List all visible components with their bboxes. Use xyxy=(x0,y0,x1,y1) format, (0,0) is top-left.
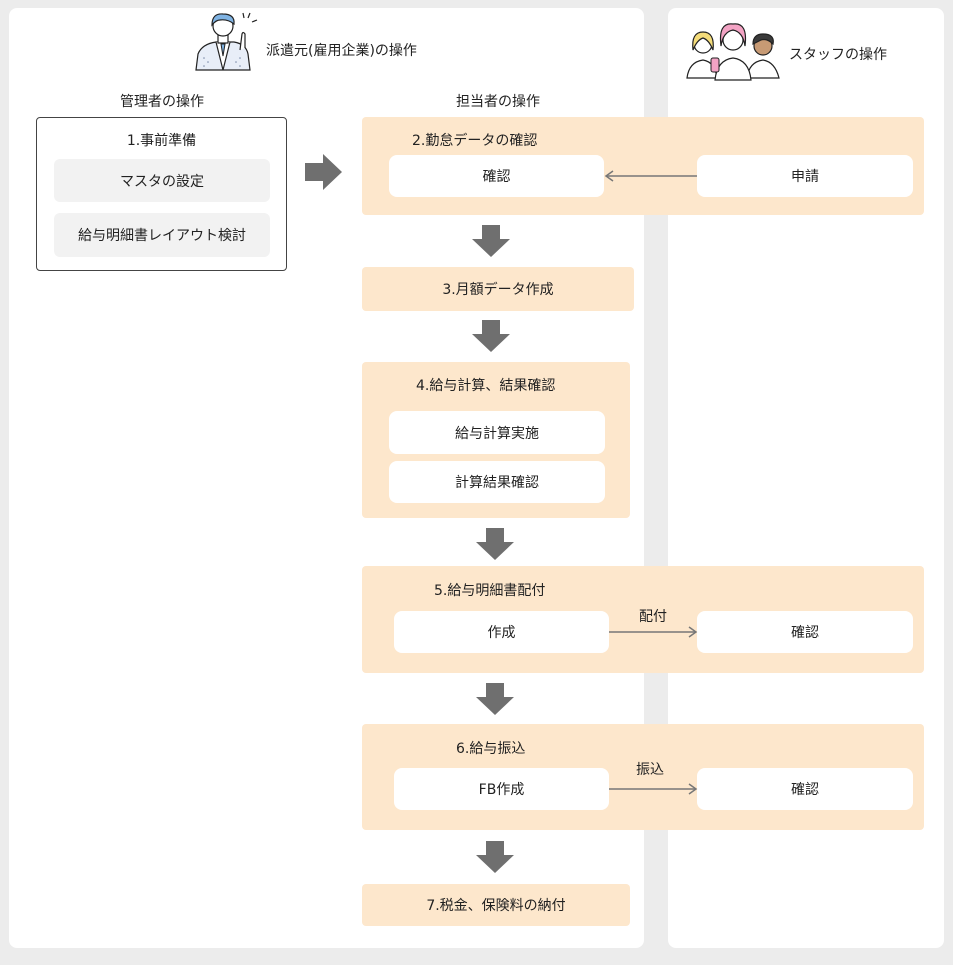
step-6-title: 6.給与振込 xyxy=(456,741,526,757)
down-arrow-icon xyxy=(476,528,514,560)
staff-in-charge-lane-title: 担当者の操作 xyxy=(456,94,540,110)
payslip-create-item: 作成 xyxy=(394,611,609,653)
transfer-confirm-item: 確認 xyxy=(697,768,913,810)
distribute-label: 配付 xyxy=(639,609,667,625)
request-connector xyxy=(604,170,697,182)
distribute-connector xyxy=(609,626,698,638)
attendance-request-item: 申請 xyxy=(697,155,913,197)
businessman-pointing-icon xyxy=(195,12,258,71)
down-arrow-icon xyxy=(476,683,514,715)
payslip-layout-item: 給与明細書レイアウト検討 xyxy=(54,213,270,257)
staff-title: スタッフの操作 xyxy=(789,47,887,63)
step-4-title: 4.給与計算、結果確認 xyxy=(416,378,556,394)
master-settings-item: マスタの設定 xyxy=(54,159,270,202)
transfer-label: 振込 xyxy=(636,762,664,778)
payslip-confirm-item: 確認 xyxy=(697,611,913,653)
payroll-calc-item: 給与計算実施 xyxy=(389,411,605,454)
admin-lane-title: 管理者の操作 xyxy=(120,94,204,110)
staff-group-icon xyxy=(686,23,780,81)
right-arrow-icon xyxy=(305,154,342,190)
step-3-title: 3.月額データ作成 xyxy=(442,282,554,298)
step-7-title: 7.税金、保険料の納付 xyxy=(426,898,566,914)
transfer-connector xyxy=(609,783,698,795)
fb-create-item: FB作成 xyxy=(394,768,609,810)
down-arrow-icon xyxy=(476,841,514,873)
step-5-title: 5.給与明細書配付 xyxy=(434,583,546,599)
attendance-confirm-item: 確認 xyxy=(389,155,604,197)
calc-result-confirm-item: 計算結果確認 xyxy=(389,461,605,503)
down-arrow-icon xyxy=(472,225,510,257)
step-2-title: 2.勤怠データの確認 xyxy=(412,133,538,149)
down-arrow-icon xyxy=(472,320,510,352)
employer-title: 派遣元(雇用企業)の操作 xyxy=(266,43,417,59)
step-1-title: 1.事前準備 xyxy=(126,133,197,149)
step-7-box: 7.税金、保険料の納付 xyxy=(362,884,630,926)
step-3-box: 3.月額データ作成 xyxy=(362,267,634,311)
